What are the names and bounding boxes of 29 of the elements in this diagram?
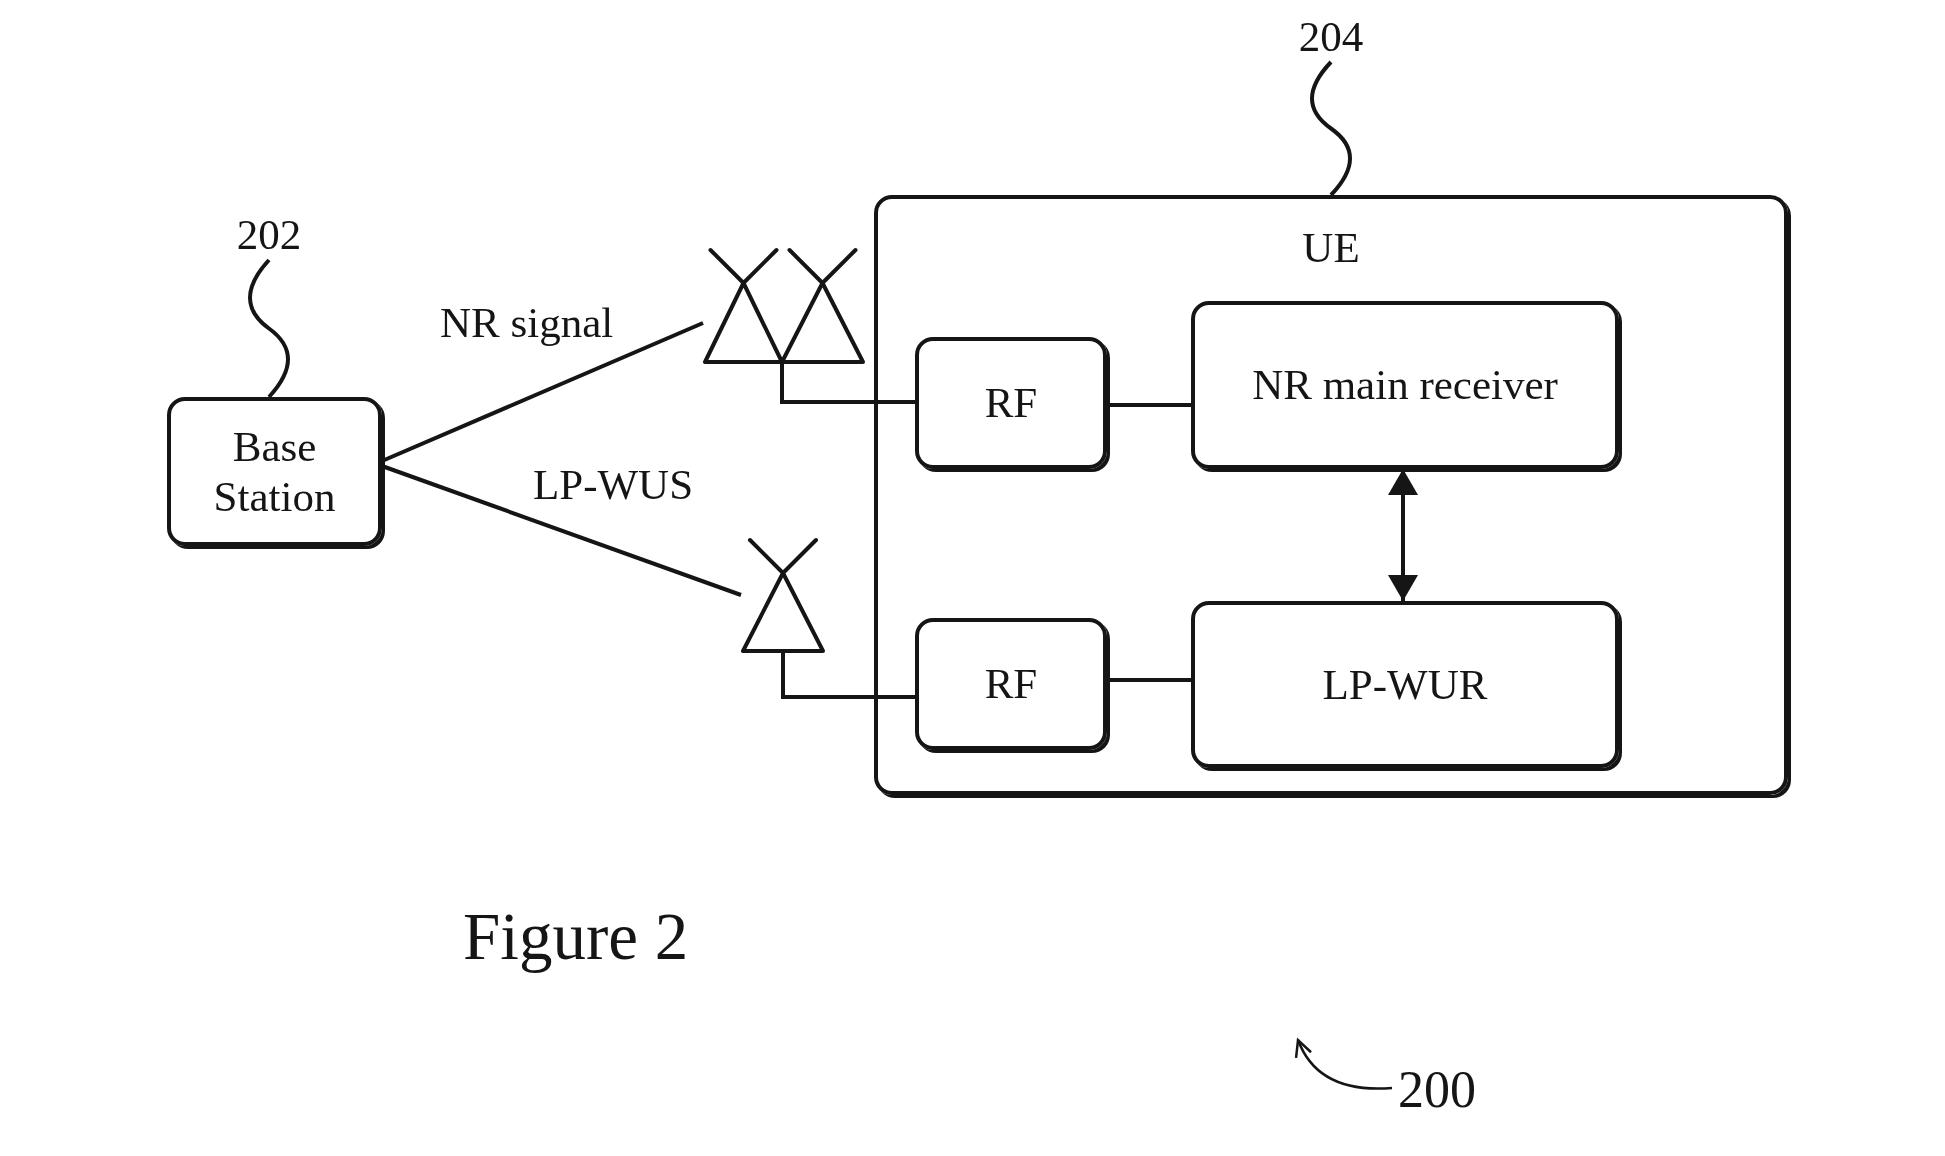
ue-box [874,195,1788,795]
figure-caption: Figure 2 [463,898,689,975]
connector-line [1107,403,1191,407]
feed-line [781,653,915,699]
block-label: RF [984,659,1038,709]
arrow [1295,1038,1393,1090]
block-title: UE [1302,223,1360,273]
antenna-symbol [780,246,865,364]
double-arrow [1388,469,1418,601]
receiver-box [1191,301,1619,469]
edge-label: LP-WUS [533,460,694,510]
feed-line [780,364,915,404]
reference-numeral: 202 [228,210,310,260]
block-label: Base Station [212,422,337,521]
antenna-symbol [703,246,784,364]
block-label: RF [984,378,1038,428]
antenna-symbol [741,536,825,653]
block-label: LP-WUR [1322,659,1488,710]
reference-numeral: 200 [1392,1060,1482,1118]
block-label: NR main receiver [1252,360,1558,410]
leader-line [1310,60,1352,197]
reference-numeral: 204 [1290,12,1372,62]
rf-box [915,337,1107,469]
leader-line [248,258,290,399]
rf-box [915,618,1107,750]
edge-label: NR signal [440,298,614,348]
receiver-box [1191,601,1619,768]
connector-line [1107,678,1191,682]
base-station-box [167,397,382,546]
